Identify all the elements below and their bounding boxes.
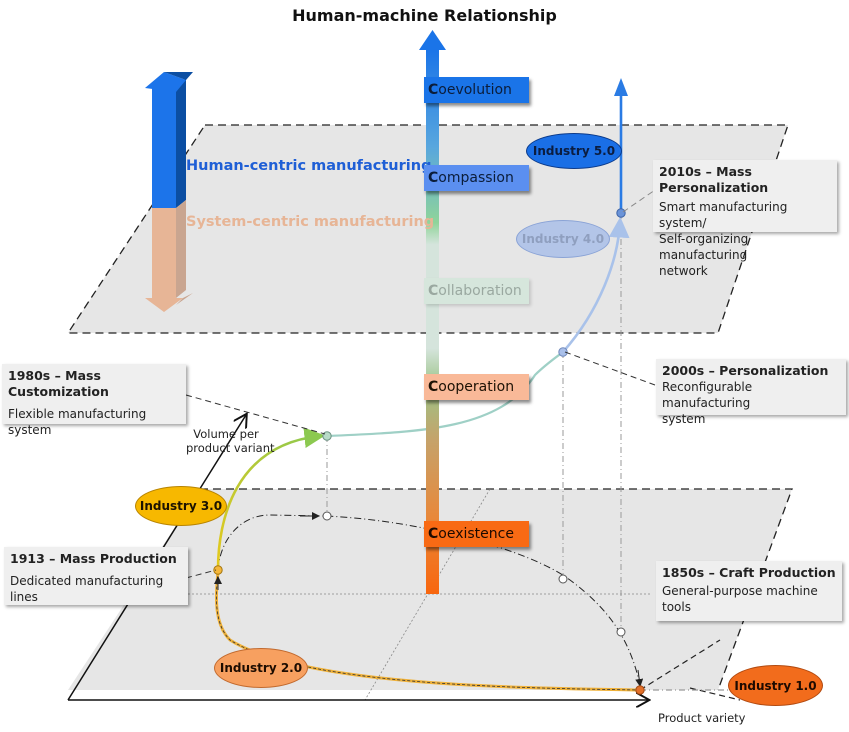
stage-coexistence: Coexistence	[424, 521, 529, 547]
projected-curve-arrow	[635, 669, 644, 687]
stage-rest: ollaboration	[438, 283, 522, 299]
industry-1-badge: Industry 1.0	[728, 665, 823, 706]
industry-4-badge: Industry 4.0	[516, 220, 610, 258]
node-1980s	[322, 431, 332, 441]
diagram-title: Human-machine Relationship	[292, 6, 557, 25]
node-2010s	[616, 208, 626, 218]
projection-node	[616, 627, 626, 637]
callout-line: Flexible manufacturing system	[8, 407, 147, 437]
y-axis-label-line: product variant	[186, 441, 275, 455]
node-2000s	[558, 347, 568, 357]
callout-leader	[185, 569, 217, 579]
human-centric-label: Human-centric manufacturing	[186, 158, 432, 174]
callout-title: 1850s – Craft Production	[662, 565, 836, 580]
stage-cooperation: Cooperation	[424, 374, 529, 400]
stage-rest: oexistence	[438, 526, 514, 542]
callout-title: 1913 – Mass Production	[10, 551, 177, 566]
trajectory-personalization-to-mass-personalization	[562, 216, 630, 353]
node-1913	[213, 565, 223, 575]
callout-title: 2000s – Personalization	[662, 363, 829, 378]
stage-compassion: Compassion	[424, 165, 529, 191]
callout-title: 1980s – Mass Customization	[8, 368, 109, 399]
stage-rest: oevolution	[438, 82, 512, 98]
y-axis-label: Volume per product variant	[186, 427, 275, 455]
stage-rest: ompassion	[438, 170, 514, 186]
stage-initial: C	[428, 526, 439, 542]
callout-line: system	[662, 412, 706, 426]
callout-leader	[185, 394, 326, 435]
central-bar-arrowhead	[419, 30, 446, 50]
callout-1850s: 1850s – Craft Production General-purpose…	[656, 561, 842, 621]
stage-rest: ooperation	[438, 379, 515, 395]
industry-5-badge: Industry 5.0	[526, 133, 622, 169]
stage-initial: C	[428, 170, 439, 186]
callout-line: network	[659, 264, 708, 278]
human-system-arrow	[145, 72, 193, 312]
dashed-guide	[689, 687, 741, 701]
callout-line: Self-organizing manufacturing	[659, 232, 749, 262]
node-1850s	[635, 685, 645, 695]
callout-line: Smart manufacturing system/	[659, 200, 788, 230]
callout-leader	[564, 351, 656, 386]
industry-5-arrowhead	[614, 78, 628, 96]
y-axis-label-line: Volume per	[193, 427, 259, 441]
callout-line: Reconfigurable manufacturing	[662, 380, 753, 410]
industry-3-badge: Industry 3.0	[135, 486, 227, 526]
central-progress-bar	[426, 48, 439, 594]
callout-1913: 1913 – Mass Production Dedicated manufac…	[4, 547, 188, 605]
projection-node	[558, 574, 568, 584]
callout-2010s: 2010s – Mass Personalization Smart manuf…	[653, 160, 837, 278]
dashed-guide	[639, 639, 721, 691]
x-axis-label: Product variety	[658, 711, 746, 725]
callout-line: General-purpose machine tools	[662, 584, 818, 614]
system-centric-label: System-centric manufacturing	[186, 214, 435, 230]
lower-plane-top-edge	[200, 488, 793, 691]
callout-leader	[622, 189, 656, 213]
stage-initial: C	[428, 379, 439, 395]
callout-line: Dedicated manufacturing lines	[10, 574, 164, 604]
callout-1980s: 1980s – Mass Customization Flexible manu…	[2, 364, 186, 437]
stage-initial: C	[428, 82, 439, 98]
callout-2000s: 2000s – Personalization Reconfigurable m…	[656, 359, 846, 426]
stage-initial: C	[428, 283, 439, 299]
trajectory-customization-to-personalization	[326, 351, 564, 438]
callout-title: 2010s – Mass Personalization	[659, 164, 769, 195]
industry-2-badge: Industry 2.0	[214, 648, 308, 688]
stage-collaboration: Collaboration	[424, 278, 529, 304]
stage-coevolution: Coevolution	[424, 77, 529, 103]
projection-node	[322, 511, 332, 521]
projected-curve	[217, 514, 641, 686]
trajectory-mass-to-customization	[216, 427, 326, 571]
